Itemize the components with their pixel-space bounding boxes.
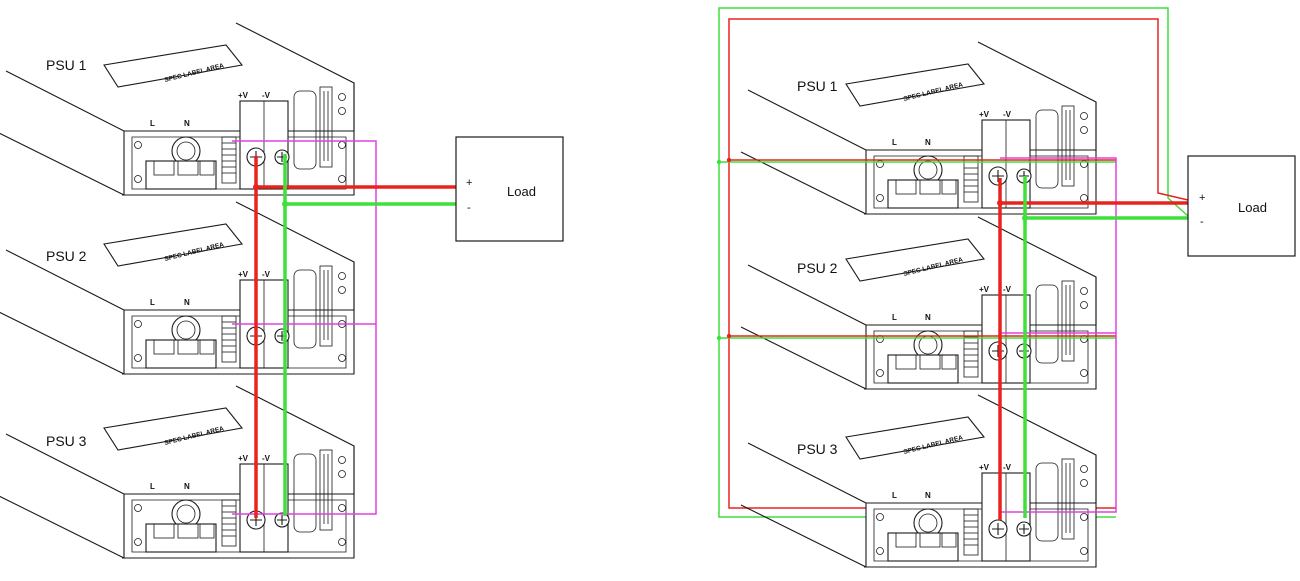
psu-label: PSU 2 <box>797 260 838 276</box>
psu-label: PSU 1 <box>46 57 87 73</box>
output-pos-label: +V <box>979 463 990 472</box>
left-negative-bus <box>282 154 456 516</box>
output-neg-label: -V <box>1003 285 1012 294</box>
output-pos-label: +V <box>238 270 249 279</box>
output-neg-label: -V <box>262 270 271 279</box>
output-pos-label: +V <box>238 454 249 463</box>
load-label: Load <box>1238 200 1267 215</box>
right-sense-loop <box>718 7 1189 518</box>
terminal-n-label: N <box>925 491 931 500</box>
left-load: + - Load <box>455 136 564 242</box>
load-minus-label: - <box>1200 216 1204 228</box>
terminal-l-label: L <box>150 298 155 307</box>
left-psu-2: PSU 2 SPEC LABEL AREA L N +V -V <box>0 201 355 375</box>
output-neg-label: -V <box>1003 110 1012 119</box>
load-minus-label: - <box>467 202 471 214</box>
output-neg-label: -V <box>262 454 271 463</box>
output-pos-label: +V <box>238 91 249 100</box>
right-load: + - Load <box>1187 155 1296 257</box>
left-diagram: PSU 1 SPEC LABEL AREA L N +V -V PSU 2 SP… <box>0 22 564 559</box>
left-positive-bus <box>253 156 456 518</box>
terminal-l-label: L <box>150 482 155 491</box>
terminal-n-label: N <box>184 482 190 491</box>
right-diagram: PSU 1 SPEC LABEL AREA L N +V -V PSU 2 SP… <box>716 7 1296 568</box>
load-plus-label: + <box>1199 192 1205 204</box>
load-plus-label: + <box>466 177 472 189</box>
output-pos-label: +V <box>979 285 990 294</box>
right-negative-bus <box>1022 176 1188 518</box>
left-psu-1: PSU 1 SPEC LABEL AREA L N +V -V <box>0 22 355 196</box>
terminal-l-label: L <box>892 313 897 322</box>
terminal-n-label: N <box>184 298 190 307</box>
output-neg-label: -V <box>262 91 271 100</box>
psu-label: PSU 3 <box>797 441 838 457</box>
psu-label: PSU 1 <box>797 78 838 94</box>
psu-label: PSU 2 <box>46 248 87 264</box>
left-psu-3: PSU 3 SPEC LABEL AREA L N +V -V <box>0 385 355 559</box>
terminal-n-label: N <box>925 138 931 147</box>
terminal-l-label: L <box>892 491 897 500</box>
terminal-n-label: N <box>925 313 931 322</box>
terminal-n-label: N <box>184 119 190 128</box>
right-sense-rails <box>716 157 1117 513</box>
psu-label: PSU 3 <box>46 433 87 449</box>
right-psu-3: PSU 3 SPEC LABEL AREA L N +V -V <box>740 394 1097 568</box>
terminal-l-label: L <box>150 119 155 128</box>
right-psu-2: PSU 2 SPEC LABEL AREA L N +V -V <box>740 216 1097 390</box>
terminal-l-label: L <box>892 138 897 147</box>
right-psu-1: PSU 1 SPEC LABEL AREA L N +V -V <box>740 41 1097 215</box>
right-positive-bus <box>997 178 1188 520</box>
output-pos-label: +V <box>979 110 990 119</box>
load-label: Load <box>507 184 536 199</box>
output-neg-label: -V <box>1003 463 1012 472</box>
